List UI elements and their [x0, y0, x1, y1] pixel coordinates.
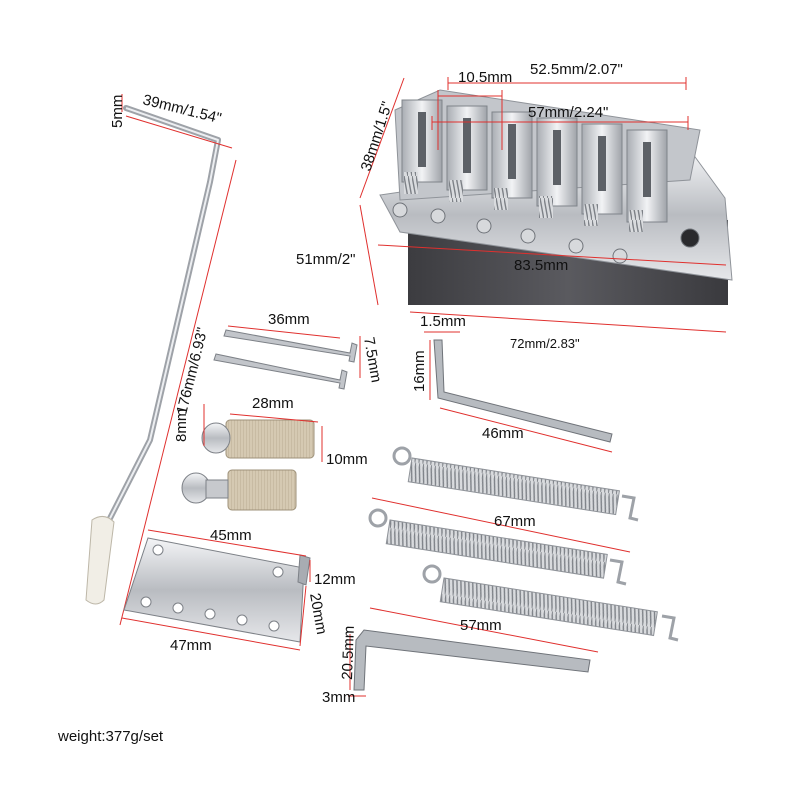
screw-length-label: 36mm [268, 311, 310, 328]
arm-tip-label: 5mm [109, 95, 126, 128]
arm-bend-label: 39mm/1.54" [141, 91, 223, 127]
mounting-screws [213, 329, 358, 390]
screw-head-label: 7.5mm [360, 336, 385, 384]
plate-length-label: 83.5mm [514, 257, 568, 274]
bridge-width-top-label: 52.5mm/2.07" [530, 61, 623, 78]
small-key-hex-label: 1.5mm [420, 313, 466, 330]
arm-length-label: 176mm/6.93" [173, 326, 211, 416]
claw-top-width-label: 45mm [210, 527, 252, 544]
dim-line [359, 204, 379, 306]
weight-label: weight:377g/set [58, 728, 164, 745]
string-spacing-label: 57mm/2.24" [528, 104, 608, 121]
dim-line [359, 77, 405, 199]
large-key-short-label: 20.5mm [339, 625, 358, 680]
claw-height-label: 20mm [306, 592, 330, 636]
small-key-short-label: 16mm [411, 350, 428, 392]
claw-dimensions [121, 529, 311, 651]
stud-head-label: 8mm [173, 409, 190, 442]
bridge-depth-label: 38mm/1.5" [358, 99, 396, 173]
claw-bottom-width-label: 47mm [170, 637, 212, 654]
spring-dimensions [371, 497, 631, 553]
screw-dimensions [227, 325, 361, 378]
tension-springs [368, 446, 679, 642]
dim-line [377, 244, 727, 266]
spring-claw [123, 537, 311, 643]
bridge-dimensions [359, 77, 727, 333]
tremolo-bridge [379, 89, 733, 305]
plate-screws [392, 202, 700, 264]
stud-length-label: 28mm [252, 395, 294, 412]
tremolo-arm [85, 105, 221, 605]
small-key-dimensions [424, 331, 613, 453]
intonation-springs [404, 172, 643, 232]
large-hex-key [353, 629, 591, 691]
anchor-studs [181, 419, 315, 511]
block-length-label: 72mm/2.83" [510, 336, 580, 351]
small-hex-key [433, 339, 613, 443]
saddle-width-label: 10.5mm [458, 69, 512, 86]
block-height-label: 51mm/2" [296, 251, 356, 268]
large-key-dimensions [348, 607, 599, 697]
stud-diameter-label: 10mm [326, 451, 368, 468]
large-key-long-label: 57mm [460, 617, 502, 634]
spring-length-label: 67mm [494, 513, 536, 530]
stud-dimensions [203, 404, 323, 462]
dim-line [409, 311, 727, 333]
claw-tab-label: 12mm [314, 571, 356, 588]
small-key-long-label: 46mm [482, 425, 524, 442]
large-key-hex-label: 3mm [322, 689, 355, 706]
arm-tip [85, 516, 115, 605]
arm-dimensions [119, 94, 237, 626]
saddles [401, 99, 668, 223]
